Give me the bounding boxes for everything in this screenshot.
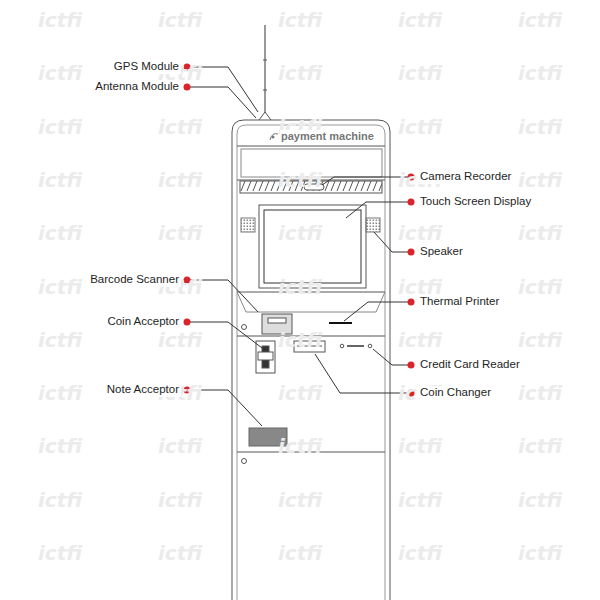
watermark: ictfi [38,383,82,403]
watermark: ictfi [518,117,562,137]
watermark: ictfi [158,436,202,456]
watermark: ictfi [38,490,82,510]
watermark: ictfi [38,170,82,190]
part-label: Thermal Printer [418,295,501,309]
watermark: ictfi [278,490,322,510]
watermark: ictfi [158,490,202,510]
watermark: ictfi [158,223,202,243]
watermark: ictfi [518,543,562,563]
part-label: Note Acceptor [105,383,181,397]
part-label: Antenna Module [93,80,181,94]
watermark: ictfi [38,330,82,350]
watermark: ictfi [398,330,442,350]
watermark: ictfi [158,117,202,137]
part-label: Barcode Scanner [88,273,181,287]
watermark: ictfi [518,223,562,243]
watermark: ictfi [518,436,562,456]
watermark: ictfi [38,117,82,137]
watermark: ictfi [38,543,82,563]
watermark: ictfi [158,543,202,563]
watermark: ictfi [278,383,322,403]
watermark: ictfi [518,10,562,30]
watermark: ictfi [398,223,442,243]
watermark: ictfi [398,117,442,137]
watermark: ictfi [398,490,442,510]
watermark: ictfi [518,490,562,510]
watermark: ictfi [38,223,82,243]
part-label: Coin Changer [418,386,493,400]
watermark: ictfi [518,277,562,297]
watermark: ictfi [278,63,322,83]
watermark: ictfi [278,330,322,350]
brand-text: payment machine [280,130,375,143]
part-label: Touch Screen Display [418,195,533,209]
watermark: ictfi [398,10,442,30]
watermark: ictfi [38,63,82,83]
part-label: Coin Acceptor [105,315,181,329]
part-label: GPS Module [112,60,181,74]
watermark: ictfi [398,63,442,83]
watermark: ictfi [518,383,562,403]
watermark: ictfi [158,170,202,190]
watermark: ictfi [158,10,202,30]
watermark: ictfi [278,436,322,456]
watermark: ictfi [278,543,322,563]
watermark: ictfi [398,436,442,456]
part-label: Camera Recorder [418,170,513,184]
watermark: ictfi [278,223,322,243]
watermark: ictfi [38,436,82,456]
watermark: ictfi [158,330,202,350]
watermark: ictfi [518,63,562,83]
watermark: ictfi [518,170,562,190]
watermark: ictfi [278,10,322,30]
part-label: Speaker [418,245,465,259]
watermark: ictfi [398,277,442,297]
watermark: ictfi [518,330,562,350]
watermark: ictfi [278,277,322,297]
part-label: Credit Card Reader [418,358,522,372]
watermark: ictfi [38,277,82,297]
watermark: ictfi [278,170,322,190]
watermark: ictfi [38,10,82,30]
watermark: ictfi [398,543,442,563]
